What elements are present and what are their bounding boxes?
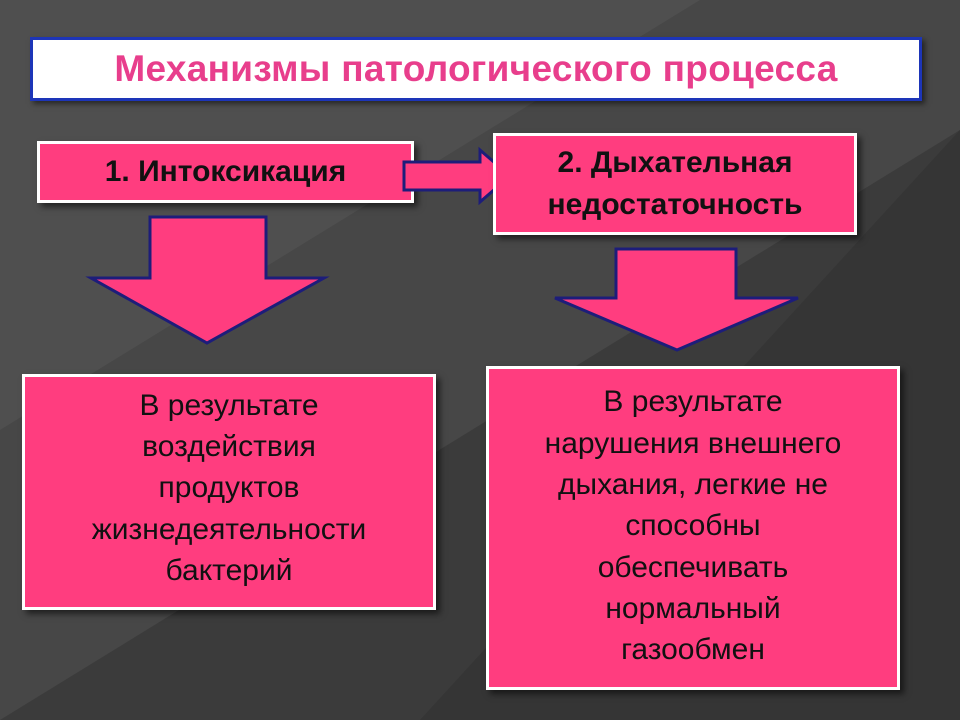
intoxication-box: 1. Интоксикация [37, 141, 414, 203]
down-arrow-icon-left [85, 215, 330, 345]
respiratory-result-text: В результате нарушения внешнего дыхания,… [544, 385, 842, 667]
intoxication-label: 1. Интоксикация [104, 155, 347, 189]
respiratory-failure-label: 2. Дыхательная недостаточность [547, 146, 803, 221]
respiratory-failure-box: 2. Дыхательная недостаточность [493, 133, 857, 235]
title-banner: Механизмы патологического процесса [30, 37, 922, 101]
down-arrow-icon-right [554, 247, 799, 352]
respiratory-result-box: В результате нарушения внешнего дыхания,… [486, 366, 900, 690]
diagram-title: Механизмы патологического процесса [114, 48, 838, 89]
intoxication-result-box: В результате воздействия продуктов жизне… [22, 374, 436, 610]
intoxication-result-text: В результате воздействия продуктов жизне… [91, 388, 367, 588]
